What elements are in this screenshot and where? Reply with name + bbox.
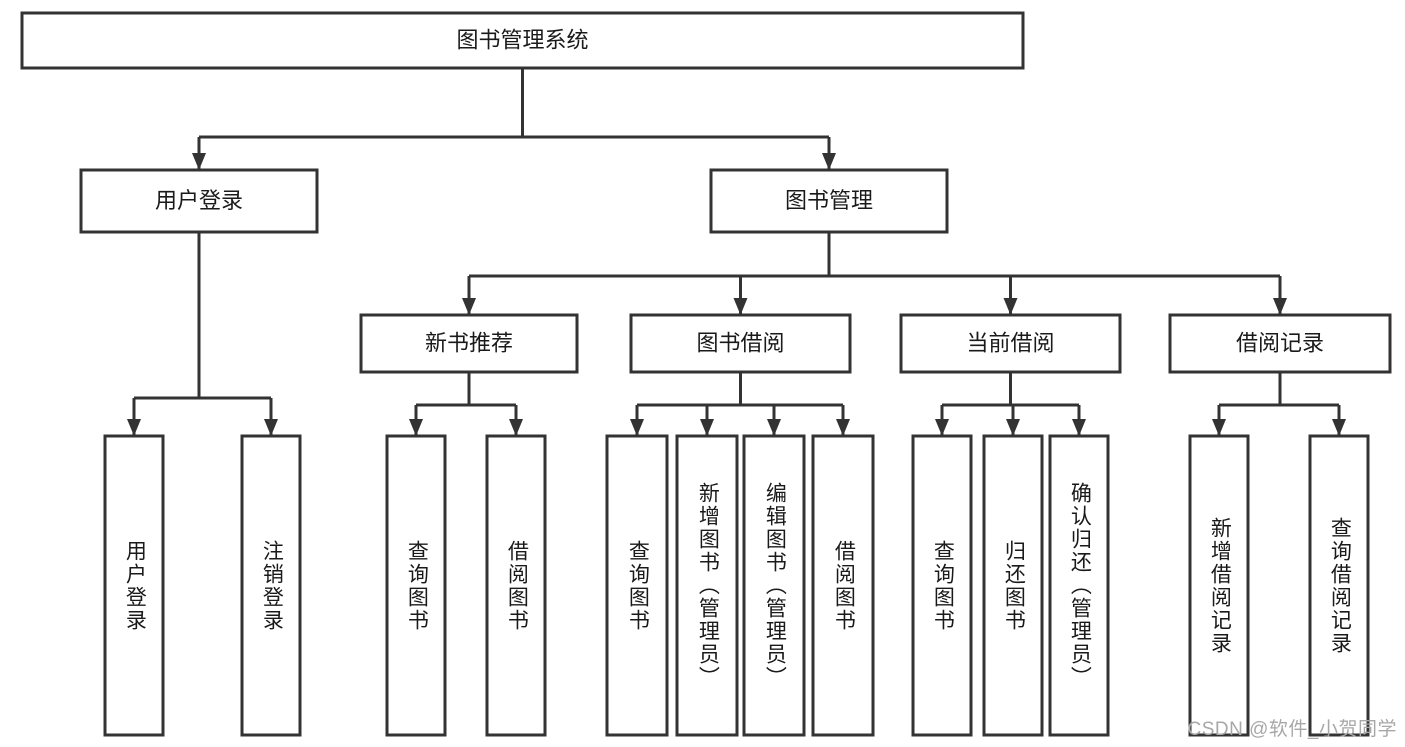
arrow-head-icon xyxy=(1006,419,1020,436)
arrow-head-icon xyxy=(509,419,523,436)
node-level3-1-rect[interactable] xyxy=(629,313,852,374)
arrow-head-icon xyxy=(264,419,278,436)
node-leaf-0-rect[interactable] xyxy=(103,434,165,737)
connector-layer xyxy=(127,68,1346,436)
node-leaf-12[interactable] xyxy=(1308,434,1370,737)
watermark-text: CSDN @软件_小贺同学 xyxy=(1187,719,1397,740)
arrow-head-icon xyxy=(409,419,423,436)
node-leaf-7-rect[interactable] xyxy=(811,434,875,737)
node-leaf-3-rect[interactable] xyxy=(485,434,547,737)
arrow-head-icon xyxy=(935,419,949,436)
node-level2-0-label: 用户登录 xyxy=(155,188,243,213)
node-level3-3-label: 借阅记录 xyxy=(1236,330,1324,355)
node-level3-3-rect[interactable] xyxy=(1168,313,1392,374)
arrow-head-icon xyxy=(822,153,836,170)
node-level3-0[interactable]: 新书推荐 xyxy=(359,313,579,374)
node-leaf-10[interactable] xyxy=(1048,434,1110,737)
node-level2-0-rect[interactable] xyxy=(79,168,319,234)
node-leaf-6[interactable] xyxy=(742,434,806,737)
node-level3-2[interactable]: 当前借阅 xyxy=(899,313,1122,374)
node-leaf-5[interactable] xyxy=(675,434,739,737)
node-leaf-8[interactable] xyxy=(911,434,973,737)
arrow-head-icon xyxy=(192,153,206,170)
node-leaf-9-rect[interactable] xyxy=(982,434,1044,737)
node-leaf-4[interactable] xyxy=(605,434,669,737)
node-leaf-1[interactable] xyxy=(240,434,302,737)
node-level3-2-rect[interactable] xyxy=(899,313,1122,374)
arrow-head-icon xyxy=(462,298,476,315)
node-leaf-5-rect[interactable] xyxy=(675,434,739,737)
arrow-head-icon xyxy=(1273,298,1287,315)
node-root-label: 图书管理系统 xyxy=(456,27,588,52)
node-leaf-8-rect[interactable] xyxy=(911,434,973,737)
node-leaf-9[interactable] xyxy=(982,434,1044,737)
node-leaf-2[interactable] xyxy=(385,434,447,737)
node-leaf-10-rect[interactable] xyxy=(1048,434,1110,737)
node-level2-0[interactable]: 用户登录 xyxy=(79,168,319,234)
node-level3-2-label: 当前借阅 xyxy=(966,330,1054,355)
node-level2-1-label: 图书管理 xyxy=(785,188,873,213)
arrow-head-icon xyxy=(1072,419,1086,436)
node-root-rect[interactable] xyxy=(20,11,1025,70)
node-leaf-2-rect[interactable] xyxy=(385,434,447,737)
node-level3-1-label: 图书借阅 xyxy=(696,330,784,355)
arrow-head-icon xyxy=(1003,298,1018,315)
node-leaf-11-rect[interactable] xyxy=(1188,434,1250,737)
node-level3-1[interactable]: 图书借阅 xyxy=(629,313,852,374)
arrow-head-icon xyxy=(836,419,850,436)
arrow-head-icon xyxy=(767,419,781,436)
node-level3-3[interactable]: 借阅记录 xyxy=(1168,313,1392,374)
node-level2-1[interactable]: 图书管理 xyxy=(709,168,949,234)
arrow-head-icon xyxy=(127,419,141,436)
node-level3-0-label: 新书推荐 xyxy=(425,330,513,355)
node-level2-1-rect[interactable] xyxy=(709,168,949,234)
node-leaf-3[interactable] xyxy=(485,434,547,737)
arrow-head-icon xyxy=(1332,419,1346,436)
node-leaf-0[interactable] xyxy=(103,434,165,737)
arrow-head-icon xyxy=(1212,419,1226,436)
node-leaf-11[interactable] xyxy=(1188,434,1250,737)
node-leaf-4-rect[interactable] xyxy=(605,434,669,737)
node-root[interactable]: 图书管理系统 xyxy=(20,11,1025,70)
node-leaf-6-rect[interactable] xyxy=(742,434,806,737)
node-leaf-12-rect[interactable] xyxy=(1308,434,1370,737)
arrow-head-icon xyxy=(630,419,644,436)
arrow-head-icon xyxy=(733,298,748,315)
node-level3-0-rect[interactable] xyxy=(359,313,579,374)
node-leaf-1-rect[interactable] xyxy=(240,434,302,737)
arrow-head-icon xyxy=(700,419,714,436)
node-leaf-7[interactable] xyxy=(811,434,875,737)
